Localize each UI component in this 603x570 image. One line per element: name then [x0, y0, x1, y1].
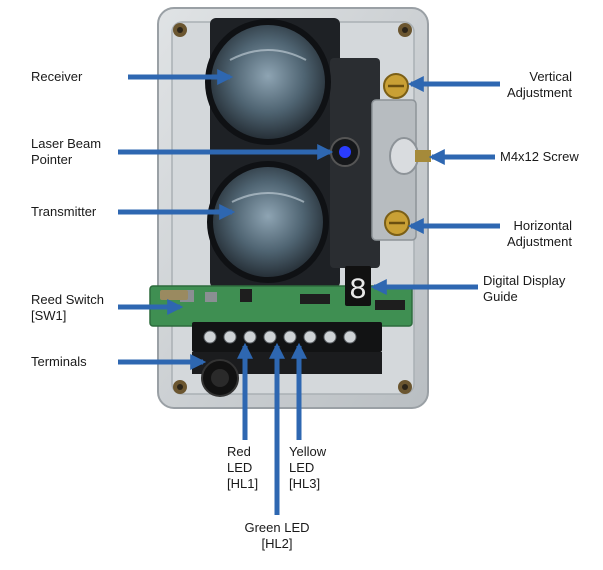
- vertical-adjustment-screw-icon: [383, 73, 409, 99]
- label-terminals: Terminals: [31, 354, 87, 369]
- horizontal-adjustment-screw-icon: [384, 210, 410, 236]
- label-reed-switch: Reed Switch[SW1]: [31, 292, 104, 323]
- m4x12-screw-icon: [389, 137, 431, 175]
- circuit-board: [149, 285, 413, 327]
- transmitter-lens: [207, 161, 329, 283]
- laser-beam-pointer-icon: [330, 137, 360, 167]
- digital-display-digit: 8: [349, 274, 367, 308]
- label-green-led: Green LED[HL2]: [244, 520, 310, 551]
- label-transmitter: Transmitter: [31, 204, 97, 219]
- label-receiver: Receiver: [31, 69, 83, 84]
- label-m4x12-screw: M4x12 Screw: [500, 149, 579, 164]
- digital-display: 8: [345, 266, 371, 308]
- leader-arrows: [118, 68, 500, 515]
- reed-switch: [160, 290, 188, 300]
- receiver-lens: [205, 19, 331, 145]
- cable-gland: [201, 359, 239, 397]
